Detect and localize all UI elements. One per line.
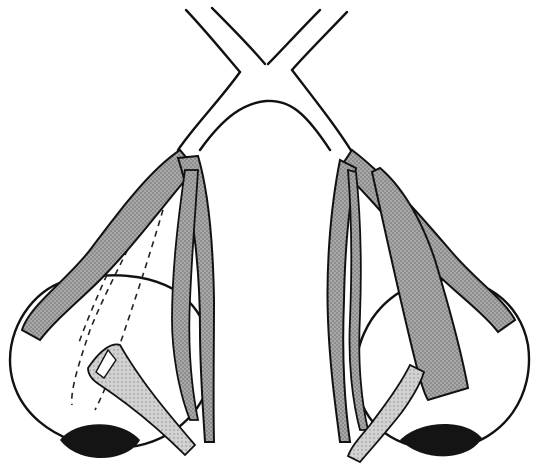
left-optic-tract-outer	[186, 10, 240, 72]
optic-chiasm	[178, 8, 352, 152]
left-optic-tract-inner	[212, 8, 265, 64]
left-eye	[10, 150, 214, 458]
right-eye	[328, 150, 530, 462]
right-optic-tract-inner	[268, 10, 320, 64]
right-optic-tract-outer	[292, 12, 347, 70]
chiasm-lower-edge	[200, 101, 330, 150]
